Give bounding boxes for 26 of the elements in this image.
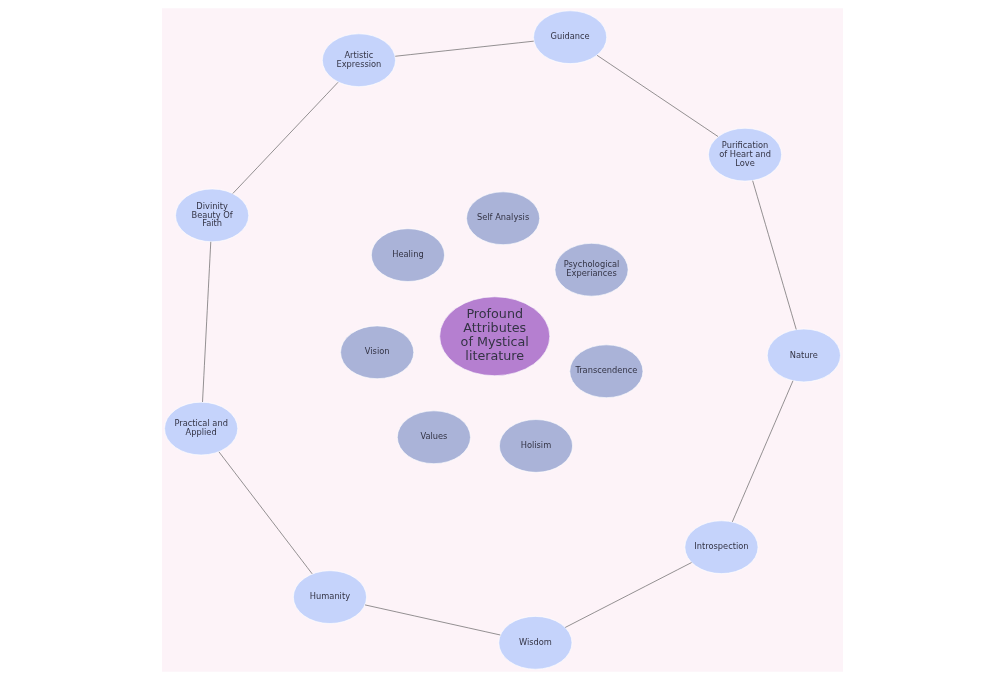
- node-ellipse: Introspection: [684, 520, 759, 574]
- connector: [752, 180, 797, 330]
- connector: [232, 81, 339, 194]
- node-ellipse: Artistic Expression: [322, 33, 396, 87]
- connector: [364, 604, 501, 636]
- connector: [218, 451, 313, 575]
- connector: [394, 40, 535, 57]
- node-ellipse: Divinity Beauty Of Faith: [175, 188, 250, 243]
- connector: [596, 55, 719, 137]
- connector: [202, 241, 212, 403]
- node-ellipse: Self Analysis: [466, 191, 541, 245]
- connector: [564, 562, 692, 628]
- node-ellipse: Holisim: [499, 419, 573, 473]
- node-ellipse: Humanity: [293, 570, 367, 624]
- node-ellipse: Vision: [340, 325, 415, 380]
- node-ellipse: Healing: [371, 228, 445, 282]
- node-ellipse: Nature: [766, 328, 841, 383]
- node-ellipse: Psychological Experiances: [554, 243, 629, 297]
- node-ellipse: Practical and Applied: [164, 401, 239, 456]
- node-ellipse: Wisdom: [498, 616, 573, 670]
- node-ellipse: Transcendence: [569, 344, 644, 398]
- connector: [732, 380, 794, 523]
- node-ellipse: Profound Attributes of Mystical literature: [439, 296, 551, 376]
- node-ellipse: Purification of Heart and Love: [708, 127, 782, 182]
- node-ellipse: Guidance: [533, 10, 608, 64]
- node-ellipse: Values: [397, 410, 471, 464]
